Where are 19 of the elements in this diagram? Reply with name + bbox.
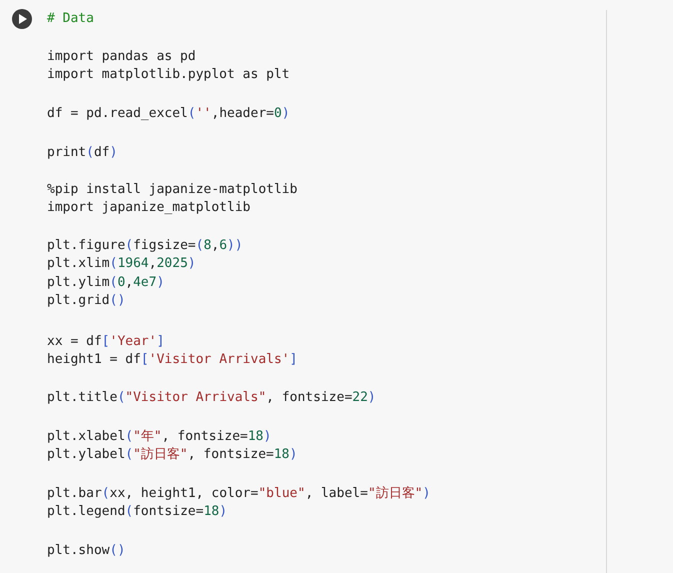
code-line: %pip install japanize-matplotlib	[47, 181, 298, 199]
code-line: plt.ylabel("訪日客", fontsize=18)	[47, 446, 298, 464]
code-line: plt.figure(figsize=(8,6))	[47, 237, 243, 255]
code-line: plt.grid()	[47, 292, 126, 310]
code-line: print(df)	[47, 144, 118, 162]
code-line: plt.xlim(1964,2025)	[47, 255, 196, 273]
code-line: xx = df['Year']	[47, 333, 164, 351]
code-line: height1 = df['Visitor Arrivals']	[47, 351, 298, 369]
code-line: import japanize_matplotlib	[47, 199, 250, 217]
code-line: import pandas as pd	[47, 48, 196, 66]
code-line: import matplotlib.pyplot as plt	[47, 66, 290, 84]
code-comment: # Data	[47, 10, 94, 28]
code-line: plt.title("Visitor Arrivals", fontsize=22)	[47, 389, 376, 407]
code-line: df = pd.read_excel('',header=0)	[47, 105, 290, 123]
code-line: plt.show()	[47, 542, 126, 560]
code-line: plt.legend(fontsize=18)	[47, 503, 228, 521]
code-line: plt.ylim(0,4e7)	[47, 274, 164, 292]
code-line: plt.xlabel("年", fontsize=18)	[47, 428, 272, 446]
code-line: plt.bar(xx, height1, color="blue", label="訪日客")	[47, 485, 430, 503]
